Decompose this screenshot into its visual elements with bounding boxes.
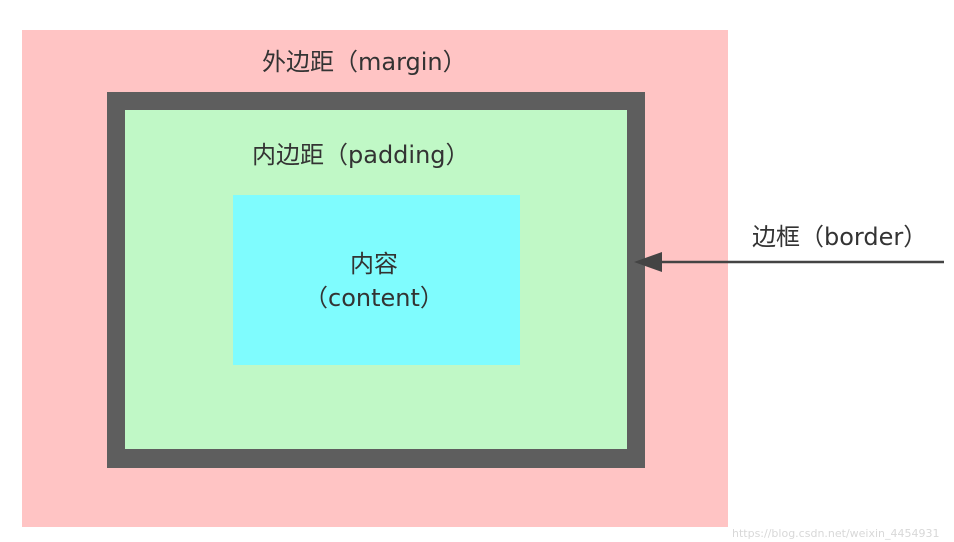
arrow-head (634, 252, 662, 272)
watermark: https://blog.csdn.net/weixin_4454931 (732, 527, 940, 540)
border-label: 边框（border） (752, 223, 928, 251)
content-area (233, 195, 520, 365)
margin-label: 外边距（margin） (262, 48, 467, 76)
content-label-line1: 内容 (350, 250, 398, 278)
content-label-line2: （content） (304, 284, 444, 312)
padding-label: 内边距（padding） (252, 141, 470, 169)
